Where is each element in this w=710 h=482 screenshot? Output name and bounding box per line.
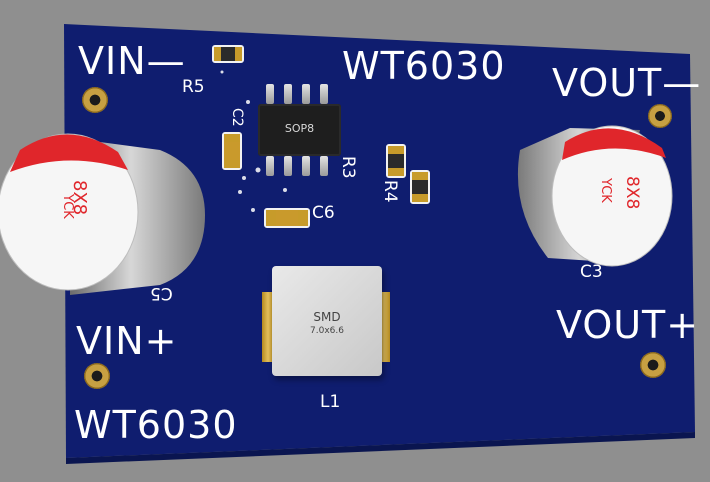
cap-right-size: 8X8 <box>622 176 642 210</box>
resistor-r3 <box>386 144 406 178</box>
vout-minus-label: VOUT— <box>552 61 702 105</box>
cap-left-brand: YCK <box>60 194 75 219</box>
ic-pin <box>284 84 292 104</box>
c3-label: C3 <box>580 262 603 282</box>
c5-label: C5 <box>150 283 173 303</box>
via-dots <box>220 70 287 212</box>
r4-label: R4 <box>380 180 400 203</box>
capacitor-c6 <box>264 208 310 228</box>
brand-label-top: WT6030 <box>342 44 506 88</box>
ic-pin <box>302 156 310 176</box>
resistor-r5 <box>212 45 244 63</box>
capacitor-c5 <box>0 133 205 295</box>
brand-label-bottom: WT6030 <box>74 403 238 447</box>
vin-minus-pad <box>82 87 108 113</box>
vin-plus-label: VIN+ <box>76 319 178 363</box>
ic-pin <box>320 84 328 104</box>
inductor-l1: SMD 7.0x6.6 <box>272 266 382 376</box>
ic-pin <box>266 84 274 104</box>
inductor-title: SMD <box>313 310 341 324</box>
resistor-r4 <box>410 170 430 204</box>
ic-pin <box>302 84 310 104</box>
vin-minus-label: VIN— <box>78 39 186 83</box>
cap-right-brand: YCK <box>598 178 613 203</box>
r3-label: R3 <box>338 156 358 179</box>
capacitor-c3 <box>517 125 673 267</box>
capacitor-c2 <box>222 132 242 170</box>
sop8-ic: SOP8 <box>258 104 341 156</box>
vout-plus-pad <box>640 352 666 378</box>
ic-pin <box>266 156 274 176</box>
ic-pin <box>320 156 328 176</box>
c6-label: C6 <box>312 203 335 223</box>
l1-label: L1 <box>320 392 341 412</box>
ic-package-label: SOP8 <box>284 122 315 135</box>
vout-minus-pad <box>648 104 672 128</box>
inductor-size: 7.0x6.6 <box>310 326 344 336</box>
inductor-terminal-left <box>262 292 274 362</box>
ic-pin <box>284 156 292 176</box>
c2-label: C2 <box>229 108 245 127</box>
vin-plus-pad <box>84 363 110 389</box>
r5-label: R5 <box>182 77 205 97</box>
pcb-substrate <box>64 24 695 458</box>
pcb-edge <box>66 432 695 464</box>
vout-plus-label: VOUT+ <box>556 303 700 347</box>
